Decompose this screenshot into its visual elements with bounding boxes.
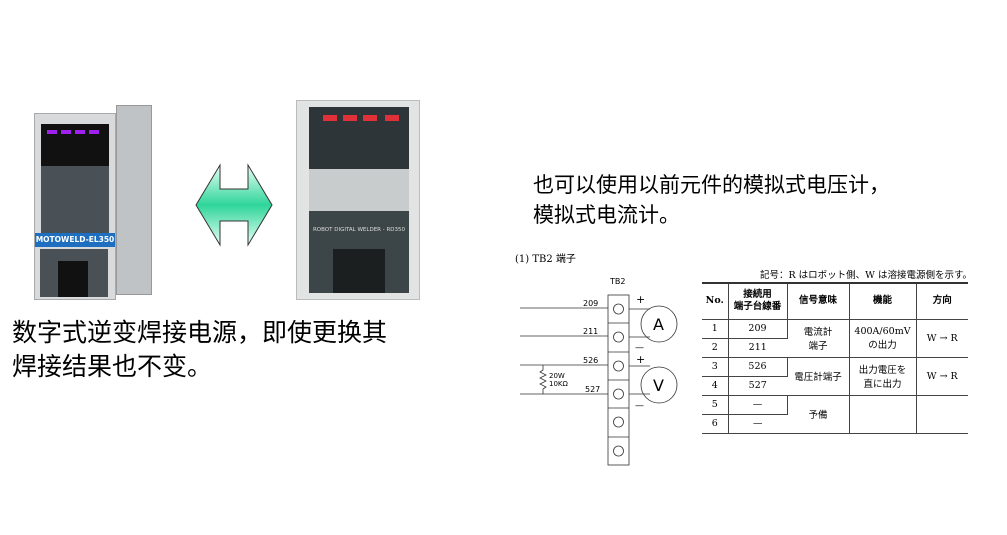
label-area	[41, 166, 109, 234]
section-title: (1) TB2 端子	[515, 254, 576, 265]
output-terminal	[58, 261, 88, 297]
welder-side-panel	[116, 105, 152, 295]
model-label: MOTOWELD-EL350	[35, 233, 115, 247]
header-direction: 方向	[916, 282, 968, 320]
cell-meaning: 予備	[787, 395, 850, 434]
table-row: 1 209 電流計 端子 400A/60mV の出力 W → R	[702, 319, 968, 358]
ammeter-symbol: A	[653, 315, 664, 334]
cell-direction: W → R	[916, 357, 968, 396]
left-caption: 数字式逆变焊接电源，即使更换其 焊接结果也不变。	[12, 316, 387, 384]
caption-line: 焊接结果也不变。	[12, 352, 213, 381]
welder-body: ROBOT DIGITAL WELDER - RD350	[296, 100, 420, 300]
control-panel	[41, 124, 109, 166]
lower-panel	[40, 249, 108, 297]
model-label: ROBOT DIGITAL WELDER - RD350	[312, 227, 406, 233]
cell-no: 3	[702, 357, 729, 377]
plus-sign: +	[636, 353, 645, 366]
caption-line: 模拟式电流计。	[533, 203, 680, 227]
tb2-wiring-diagram: TB2 209 211 526 527 20W 10KΩ A V + — + —	[520, 277, 678, 466]
cell-meaning: 電流計 端子	[787, 319, 850, 358]
cell-no: 5	[702, 395, 729, 415]
table-note: 記号：R はロボット側、W は溶接電源側を示す。	[760, 270, 973, 281]
cell-wire: 209	[728, 319, 788, 339]
cell-wire: 527	[728, 376, 787, 396]
minus-sign: —	[635, 343, 644, 353]
header-function: 機能	[849, 282, 917, 320]
cell-direction	[916, 395, 968, 434]
tb2-terminal-table: No. 接続用 端子台線番 信号意味 機能 方向 1 209 電流計 端子 40…	[702, 282, 968, 434]
cell-function: 400A/60mV の出力	[849, 319, 917, 358]
table-row: 5 — 予備	[702, 395, 968, 434]
cell-no: 2	[702, 338, 729, 358]
display-led	[343, 115, 357, 121]
resistor-label: 20W	[549, 372, 565, 380]
table-row: 6 —	[702, 414, 968, 434]
display-led	[47, 130, 57, 134]
cell-wire: 526	[728, 357, 788, 377]
double-arrow-icon	[195, 163, 273, 247]
welder-image-rd350: ROBOT DIGITAL WELDER - RD350	[296, 100, 420, 300]
cell-no: 6	[702, 414, 729, 434]
header-no: No.	[702, 282, 729, 320]
minus-sign: —	[635, 401, 644, 411]
tb2-label: TB2	[609, 277, 625, 286]
wire-label: 209	[583, 299, 598, 308]
display-led	[75, 130, 85, 134]
cell-wire: —	[728, 395, 788, 415]
table-row: 4 527	[702, 376, 968, 396]
cell-direction: W → R	[916, 319, 968, 358]
label-area	[309, 169, 409, 211]
header-meaning: 信号意味	[787, 282, 850, 320]
wire-label: 527	[585, 385, 600, 394]
display-led	[61, 130, 71, 134]
wire-labels: 209 211 526 527	[583, 299, 600, 394]
wire-label: 526	[583, 356, 598, 365]
control-panel	[309, 107, 409, 169]
display-led	[323, 115, 337, 121]
wire-label: 211	[583, 327, 598, 336]
header-wire: 接続用 端子台線番	[728, 282, 788, 320]
cell-function: 出力電圧を 直に出力	[849, 357, 917, 396]
cell-meaning: 電圧計端子	[787, 357, 850, 396]
plus-sign: +	[636, 293, 645, 306]
caption-line: 也可以使用以前元件的模拟式电压计，	[533, 173, 890, 197]
cell-no: 1	[702, 319, 729, 339]
cell-wire: 211	[728, 338, 787, 358]
welder-image-el350: MOTOWELD-EL350	[34, 95, 152, 300]
right-caption: 也可以使用以前元件的模拟式电压计， 模拟式电流计。	[533, 170, 890, 230]
voltmeter-symbol: V	[653, 376, 664, 395]
cell-no: 4	[702, 376, 729, 396]
table-row: 2 211	[702, 338, 968, 358]
table-row: 3 526 電圧計端子 出力電圧を 直に出力 W → R	[702, 357, 968, 396]
display-led	[89, 130, 99, 134]
cell-function	[849, 395, 917, 434]
cell-wire: —	[728, 414, 787, 434]
display-led	[363, 115, 377, 121]
caption-line: 数字式逆变焊接电源，即使更换其	[12, 318, 388, 347]
display-led	[385, 115, 399, 121]
output-terminal	[333, 249, 385, 293]
resistor-label: 10KΩ	[549, 380, 568, 388]
